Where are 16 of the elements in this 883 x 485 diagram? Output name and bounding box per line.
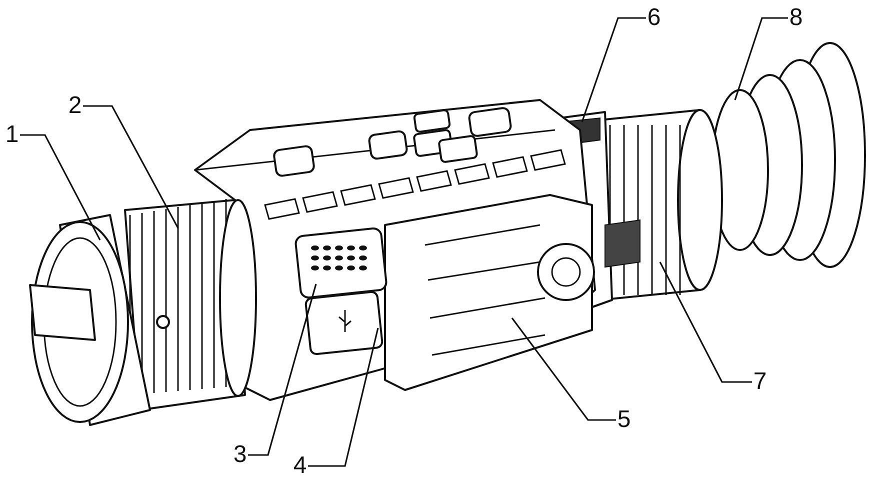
leader-line [83,105,179,228]
callout-number: 5 [616,407,632,433]
callout-number: 4 [292,453,308,479]
leader-line [308,328,379,467]
leader-line [581,17,646,122]
leader-line [248,284,317,456]
callout-number: 7 [752,369,768,395]
callout-number: 2 [67,93,83,119]
callout-number: 1 [4,122,20,148]
callout-number: 8 [788,5,804,31]
callout-number: 3 [232,442,248,468]
callout-number: 6 [646,5,662,31]
leader-line [659,262,752,383]
leader-line [20,134,101,240]
leader-line [734,17,788,100]
leader-line [511,318,616,421]
